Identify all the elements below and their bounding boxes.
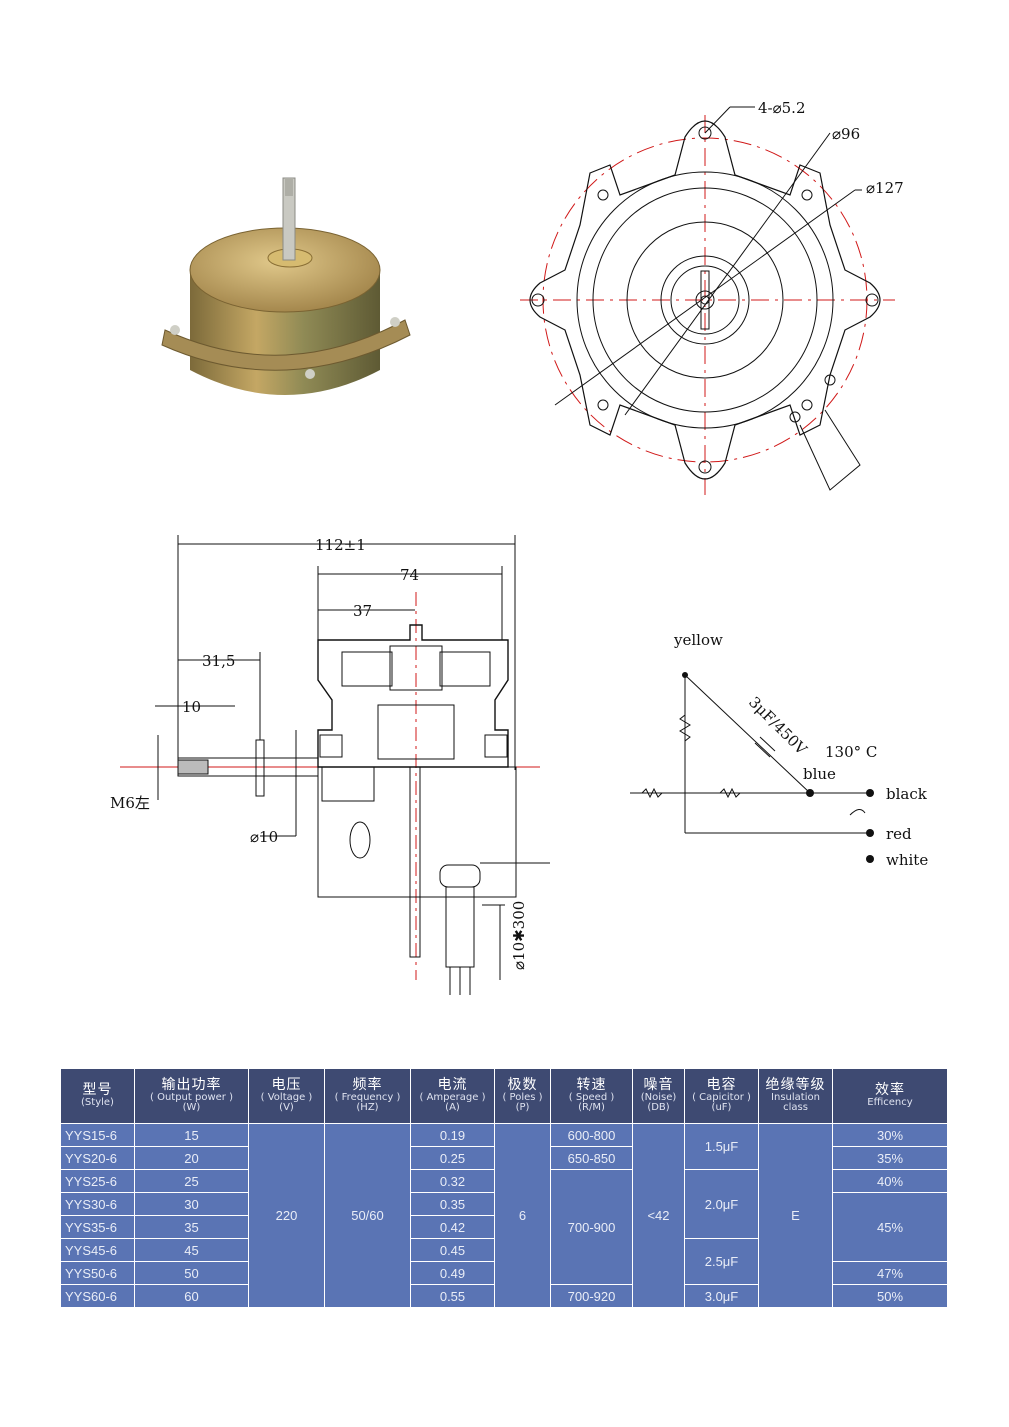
capacitor-cell: 2.0μF <box>684 1169 759 1239</box>
header-style: 型号(Style) <box>60 1068 135 1124</box>
header-voltage: 电压( Voltage ) (V) <box>248 1068 325 1124</box>
header-capacitor: 电容( Capicitor ) (uF) <box>684 1068 759 1124</box>
header-poles: 极数( Poles ) (P) <box>494 1068 551 1124</box>
model-cell: YYS35-6 <box>60 1215 135 1239</box>
shaft-length-label: 31,5 <box>202 652 235 670</box>
table-row: YYS30-6 30 0.35 45% <box>60 1192 948 1262</box>
current-cell: 0.25 <box>410 1146 495 1170</box>
current-cell: 0.55 <box>410 1284 495 1308</box>
efficiency-cell: 35% <box>832 1146 948 1170</box>
power-cell: 20 <box>134 1146 249 1170</box>
wire-yellow-label: yellow <box>673 631 723 649</box>
wire-black-label: black <box>886 785 928 803</box>
mounting-face-drawing: 4-⌀5.2 ⌀96 ⌀127 <box>520 99 904 495</box>
power-cell: 25 <box>134 1169 249 1193</box>
header-noise: 噪音(Noise) (DB) <box>632 1068 685 1124</box>
current-cell: 0.35 <box>410 1192 495 1216</box>
power-cell: 50 <box>134 1261 249 1285</box>
wiring-diagram: yellow 3μF/450V 130° C blue black red wh… <box>630 631 928 869</box>
power-cell: 45 <box>134 1238 249 1262</box>
dia-127-label: ⌀127 <box>866 179 904 197</box>
noise-cell: <42 <box>632 1123 685 1308</box>
table-row: YYS45-6 45 0.45 2.5μF <box>60 1238 948 1285</box>
current-cell: 0.42 <box>410 1215 495 1239</box>
header-power: 输出功率( Output power ) (W) <box>134 1068 249 1124</box>
table-row: YYS15-6 15 220 50/60 0.19 6 600-800 <42 … <box>60 1123 948 1308</box>
model-cell: YYS50-6 <box>60 1261 135 1285</box>
efficiency-cell: 30% <box>832 1123 948 1147</box>
body-length-label: 74 <box>400 566 419 584</box>
power-cell: 30 <box>134 1192 249 1216</box>
model-cell: YYS20-6 <box>60 1146 135 1170</box>
power-cell: 35 <box>134 1215 249 1239</box>
thread-label: M6左 <box>110 794 150 812</box>
efficiency-cell: 50% <box>832 1284 948 1308</box>
capacitor-label: 3μF/450V <box>745 693 811 759</box>
table-row: YYS60-6 60 0.55 700-920 3.0μF 50% <box>60 1284 948 1308</box>
frequency-cell: 50/60 <box>324 1123 411 1308</box>
thermal-label: 130° C <box>825 743 877 761</box>
speed-cell: 600-800 <box>550 1123 633 1147</box>
table-row: YYS20-6 20 0.25 650-850 35% <box>60 1146 948 1170</box>
poles-cell: 6 <box>494 1123 551 1308</box>
dia-96-label: ⌀96 <box>832 125 860 143</box>
lead-label: ⌀10✱300 <box>510 901 528 970</box>
model-cell: YYS45-6 <box>60 1238 135 1262</box>
header-speed: 转速( Speed ) (R/M) <box>550 1068 633 1124</box>
current-cell: 0.45 <box>410 1238 495 1262</box>
capacitor-cell: 2.5μF <box>684 1238 759 1285</box>
header-frequency: 频率( Frequency ) (HZ) <box>324 1068 411 1124</box>
model-cell: YYS25-6 <box>60 1169 135 1193</box>
side-section-drawing: 112±1 74 37 31,5 10 M6左 ⌀10 ⌀10✱300 <box>110 535 550 995</box>
power-cell: 60 <box>134 1284 249 1308</box>
wire-red-label: red <box>886 825 912 843</box>
thread-length-label: 10 <box>182 698 201 716</box>
motor-photo <box>161 177 411 395</box>
power-cell: 15 <box>134 1123 249 1147</box>
current-cell: 0.32 <box>410 1169 495 1193</box>
shaft-dia-label: ⌀10 <box>250 828 278 846</box>
current-cell: 0.49 <box>410 1261 495 1285</box>
efficiency-cell: 40% <box>832 1169 948 1193</box>
efficiency-cell: 45% <box>832 1192 948 1262</box>
wire-white-label: white <box>886 851 928 869</box>
model-cell: YYS60-6 <box>60 1284 135 1308</box>
capacitor-cell: 3.0μF <box>684 1284 759 1308</box>
header-current: 电流( Amperage ) (A) <box>410 1068 495 1124</box>
wire-blue-label: blue <box>803 765 836 783</box>
efficiency-cell: 47% <box>832 1261 948 1285</box>
table-row: YYS50-6 50 0.49 47% <box>60 1261 948 1285</box>
table-row: YYS35-6 35 0.42 <box>60 1215 948 1239</box>
spec-table: 型号(Style) 输出功率( Output power ) (W) 电压( V… <box>60 1068 948 1308</box>
capacitor-cell: 1.5μF <box>684 1123 759 1170</box>
model-cell: YYS30-6 <box>60 1192 135 1216</box>
speed-cell: 700-920 <box>550 1284 633 1308</box>
speed-cell: 650-850 <box>550 1146 633 1170</box>
voltage-cell: 220 <box>248 1123 325 1308</box>
insulation-cell: E <box>758 1123 833 1308</box>
total-length-label: 112±1 <box>315 536 366 554</box>
holes-label: 4-⌀5.2 <box>758 99 806 117</box>
speed-cell: 700-900 <box>550 1169 633 1285</box>
model-cell: YYS15-6 <box>60 1123 135 1147</box>
current-cell: 0.19 <box>410 1123 495 1147</box>
table-header-row: 型号(Style) 输出功率( Output power ) (W) 电压( V… <box>60 1068 948 1124</box>
flange-offset-label: 37 <box>353 602 372 620</box>
